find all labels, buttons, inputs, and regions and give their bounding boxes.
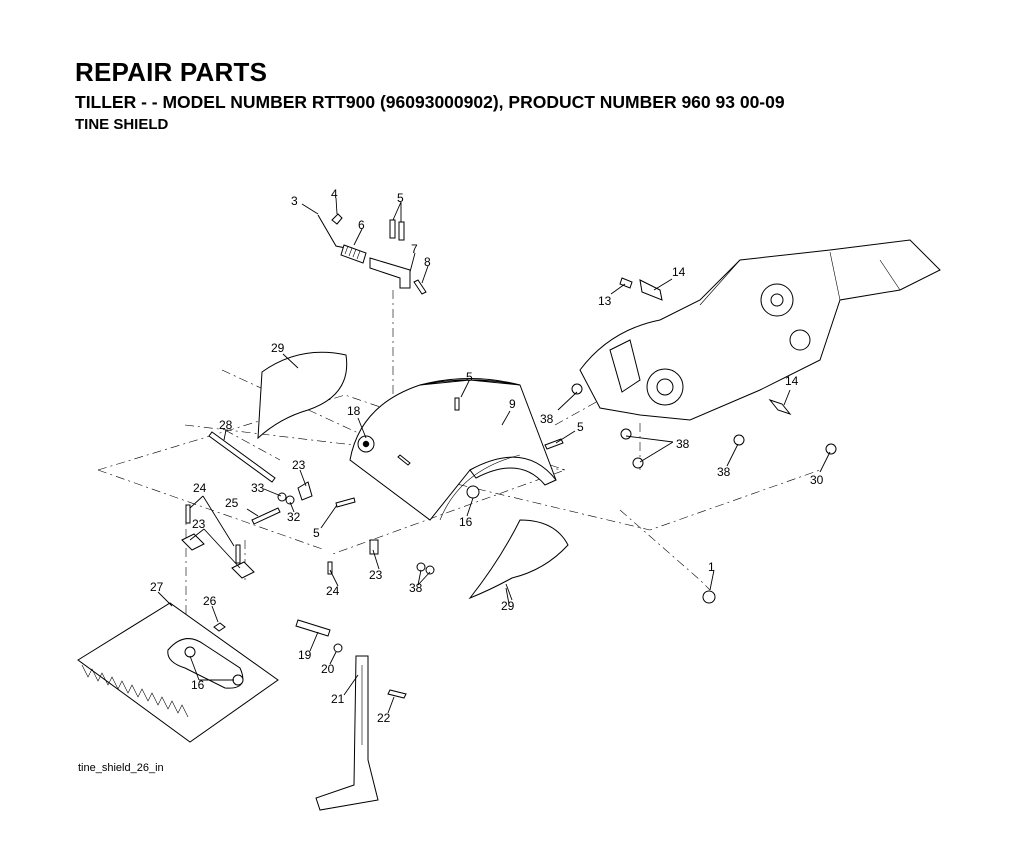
- callout-38: 38: [676, 437, 690, 451]
- tine-shield-side-plate-lower: [468, 519, 569, 600]
- tine-shield-side-plate-upper: [257, 351, 348, 440]
- callout-19: 19: [298, 648, 312, 662]
- callout-23: 23: [369, 568, 383, 582]
- hinge-brackets: [181, 481, 379, 579]
- callout-7: 7: [411, 242, 418, 256]
- callout-27: 27: [150, 580, 164, 594]
- callout-22: 22: [377, 711, 391, 725]
- callout-26: 26: [203, 594, 217, 608]
- leader-lines: [157, 197, 831, 714]
- callout-30: 30: [810, 473, 824, 487]
- callout-8: 8: [424, 255, 431, 269]
- callout-14: 14: [672, 265, 686, 279]
- depth-bar-assembly: [295, 619, 407, 811]
- callout-29: 29: [271, 341, 285, 355]
- callout-28: 28: [219, 418, 233, 432]
- transmission-housing: [579, 239, 941, 421]
- callout-6: 6: [358, 218, 365, 232]
- page-title: REPAIR PARTS: [75, 57, 268, 87]
- callout-38: 38: [717, 465, 731, 479]
- callout-18: 18: [347, 404, 361, 418]
- callout-1: 1: [708, 560, 715, 574]
- callout-5: 5: [313, 526, 320, 540]
- callout-23: 23: [292, 458, 306, 472]
- lift-linkage-parts: [317, 213, 427, 295]
- callout-14: 14: [785, 374, 799, 388]
- callout-9: 9: [509, 397, 516, 411]
- callout-numbers: 3 4 5 6 7 8 14 13 29 5 9 14 38 18 28 5 3…: [150, 187, 824, 725]
- callout-24: 24: [193, 481, 207, 495]
- figure-filename: tine_shield_26_in: [78, 762, 164, 774]
- model-subtitle: TILLER - - MODEL NUMBER RTT900 (96093000…: [75, 92, 785, 112]
- callout-16: 16: [459, 515, 473, 529]
- callout-5: 5: [397, 191, 404, 205]
- tine-shield-flap: [77, 602, 279, 743]
- callout-13: 13: [598, 294, 612, 308]
- callout-29: 29: [501, 599, 515, 613]
- depth-rod: [208, 431, 276, 483]
- callout-38: 38: [540, 412, 554, 426]
- tine-shield-hood: [349, 378, 557, 521]
- callout-23: 23: [192, 517, 206, 531]
- callout-5: 5: [466, 370, 473, 384]
- callout-5: 5: [577, 420, 584, 434]
- callout-21: 21: [331, 692, 345, 706]
- callout-38: 38: [409, 581, 423, 595]
- section-title: TINE SHIELD: [75, 116, 169, 133]
- callout-3: 3: [291, 194, 298, 208]
- callout-16: 16: [191, 678, 205, 692]
- callout-33: 33: [251, 481, 265, 495]
- callout-4: 4: [331, 187, 338, 201]
- callout-24: 24: [326, 584, 340, 598]
- callout-20: 20: [321, 662, 335, 676]
- callout-25: 25: [225, 496, 239, 510]
- callout-32: 32: [287, 510, 301, 524]
